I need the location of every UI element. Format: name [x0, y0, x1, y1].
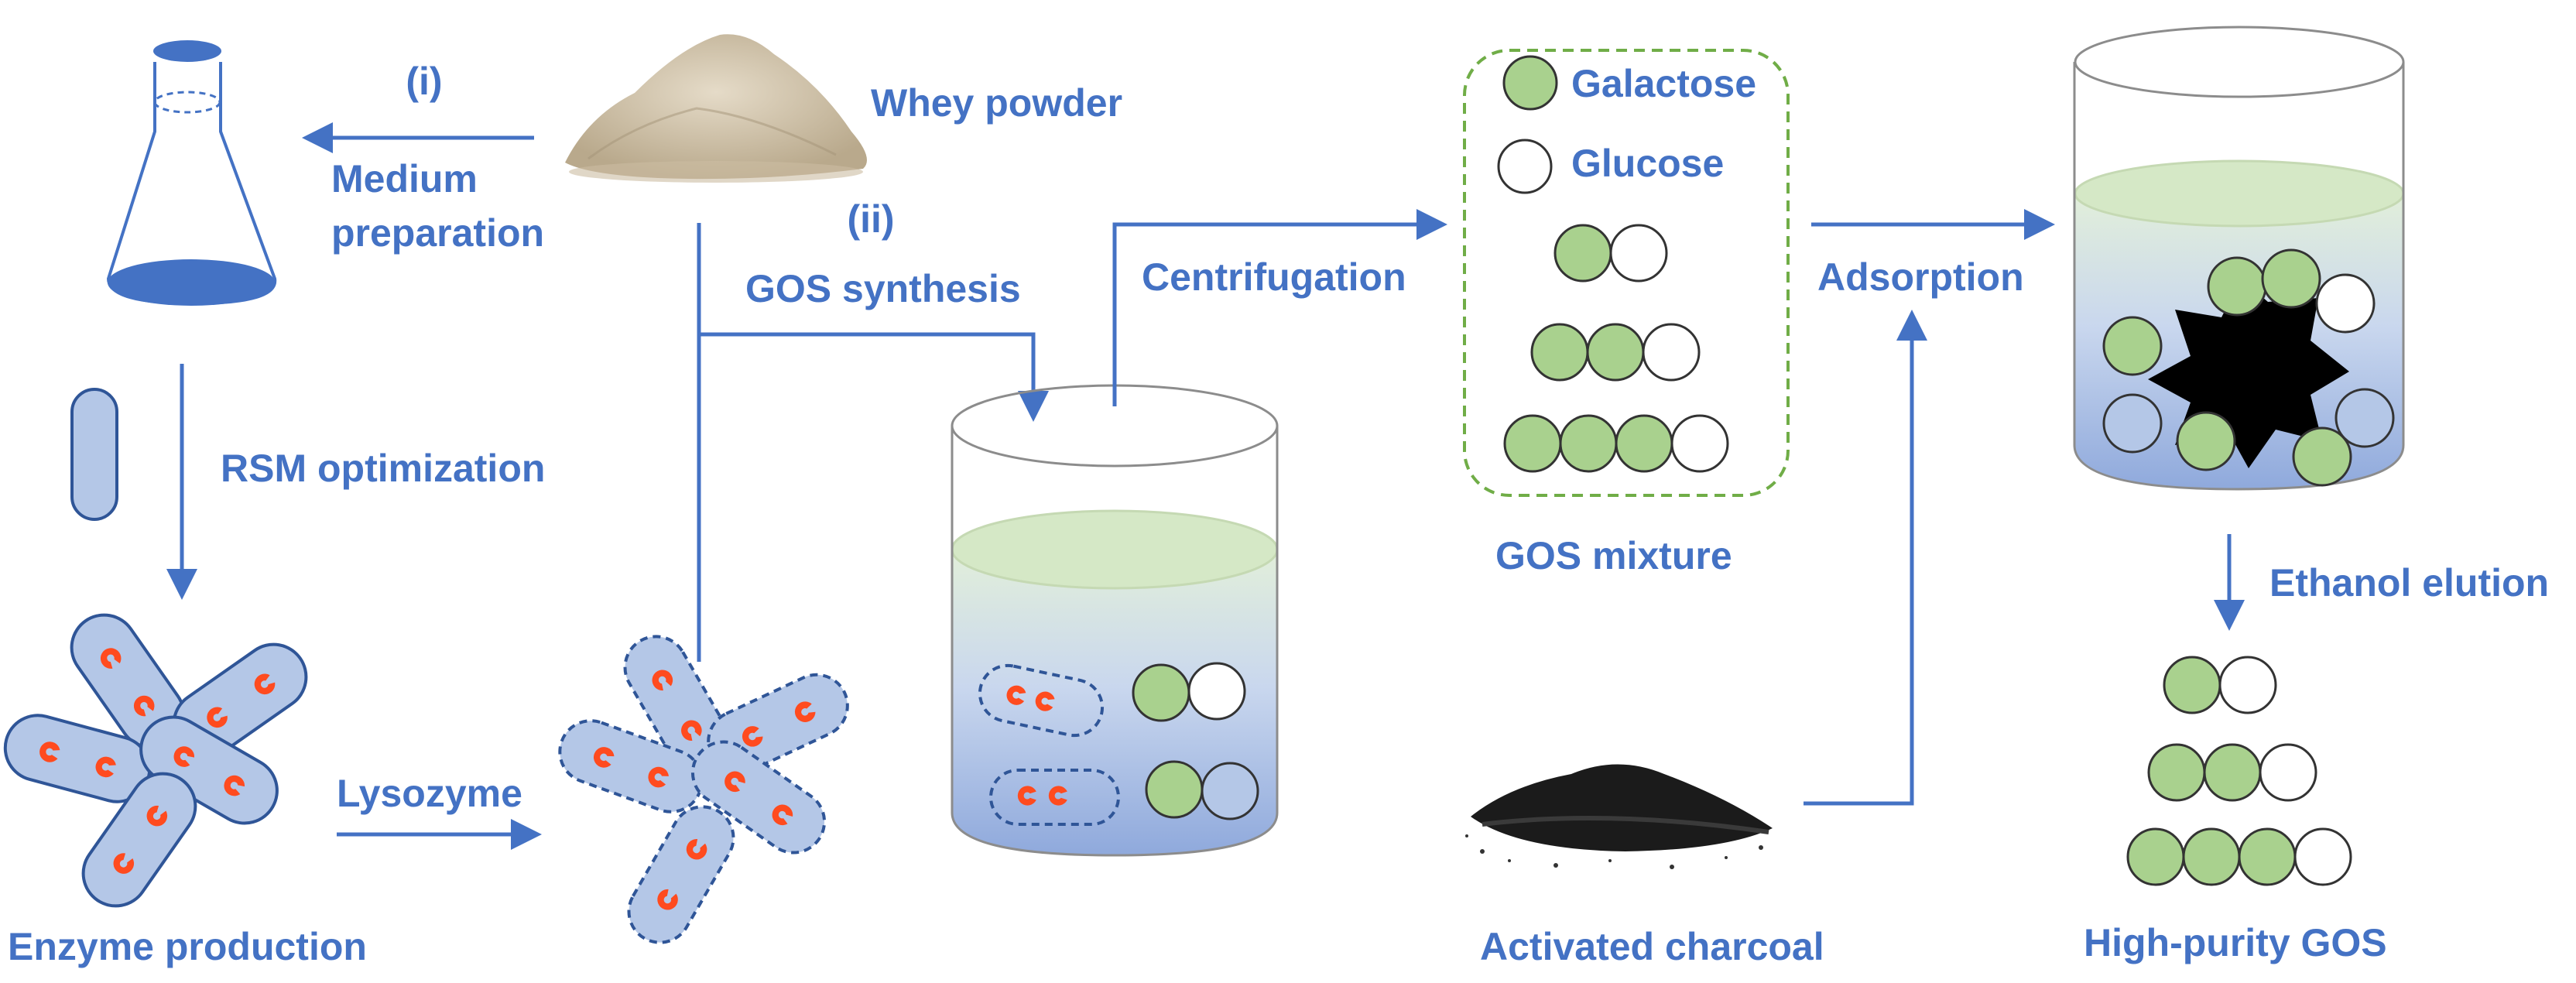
whey-powder-pile [565, 34, 867, 183]
rsm-optimization-label: RSM optimization [221, 447, 545, 490]
whey-powder-label: Whey powder [871, 81, 1122, 125]
adsorption-label: Adsorption [1817, 255, 2024, 299]
step-i-label: (i) [406, 60, 442, 103]
gos-mixture-label: GOS mixture [1495, 534, 1732, 577]
lysozyme-label: Lysozyme [337, 772, 522, 815]
gos-mixture-legend: Galactose Glucose [1463, 49, 1790, 497]
arrow-charcoal-up [1804, 310, 1927, 806]
legend-glucose: Glucose [1571, 142, 1724, 185]
glucose-icon [1497, 139, 1553, 194]
activated-charcoal-pile [1465, 764, 1773, 869]
ethanol-elution-label: Ethanol elution [2269, 561, 2549, 605]
galactose-icon [1502, 55, 1558, 111]
cell-cluster-intact [3, 613, 308, 908]
gos-synthesis-label: GOS synthesis [745, 267, 1021, 310]
high-purity-gos-label: High-purity GOS [2084, 921, 2387, 964]
reaction-beaker [951, 384, 1279, 857]
high-purity-gos-molecules [2126, 656, 2352, 886]
medium-preparation-label-line1: Medium [331, 157, 478, 200]
enzyme-production-label: Enzyme production [8, 925, 367, 968]
arrow-to-reactor [699, 332, 1049, 422]
activated-charcoal-label: Activated charcoal [1480, 925, 1824, 968]
cell-cluster-permeabilized [558, 635, 849, 944]
medium-preparation-label-line2: preparation [331, 211, 544, 255]
bacterium-icon [70, 388, 118, 521]
flask-icon [106, 40, 277, 306]
step-ii-label: (ii) [847, 197, 894, 241]
centrifugation-label: Centrifugation [1142, 255, 1406, 299]
legend-galactose: Galactose [1571, 62, 1756, 105]
adsorption-beaker [2073, 26, 2405, 491]
arrow-centrifugation [1112, 209, 1447, 406]
